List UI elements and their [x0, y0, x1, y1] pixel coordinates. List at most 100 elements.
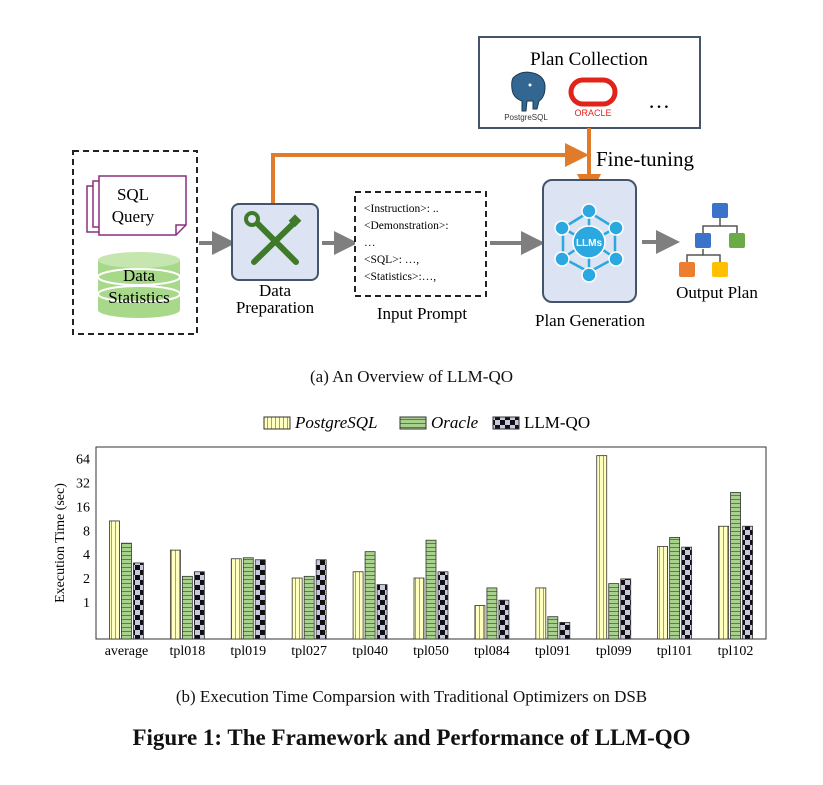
plan-collection-ellipsis: …	[648, 88, 670, 113]
data-statistics-label-line2: Statistics	[108, 288, 169, 307]
bar-llm-qo-tpl027	[315, 559, 327, 640]
bar-oracle-tpl102	[730, 492, 741, 640]
bar-oracle-tpl050	[425, 539, 437, 640]
input-prompt-label: Input Prompt	[377, 304, 467, 323]
bar-oracle-tpl019	[242, 557, 254, 640]
postgresql-logo-text: PostgreSQL	[504, 113, 548, 122]
data-preparation-label-line1: Data	[259, 281, 292, 300]
x-tick-label: tpl102	[718, 644, 754, 659]
sql-query-document-icon	[86, 175, 187, 236]
fine-tuning-arrow-path	[271, 143, 589, 203]
x-tick-label: tpl018	[169, 644, 205, 659]
bar-oracle-tpl027	[303, 575, 315, 640]
bar-postgresql-tpl027	[291, 577, 303, 640]
plan-generation-label: Plan Generation	[535, 311, 645, 330]
prompt-line-1: <Instruction>: ..	[364, 203, 439, 215]
y-tick-label: 16	[76, 500, 90, 515]
x-tick-label: tpl019	[230, 644, 266, 659]
bar-llm-qo-tpl018	[193, 571, 205, 640]
x-tick-label: tpl040	[352, 644, 388, 659]
legend-label-postgresql: PostgreSQL	[294, 413, 378, 432]
x-tick-label: tpl084	[474, 644, 510, 659]
database-icon	[97, 252, 181, 318]
bar-llm-qo-tpl091	[559, 622, 571, 640]
llm-node-label: LLMs	[576, 238, 603, 249]
execution-time-chart: PostgreSQL Oracle LLM-QO Execution Time …	[53, 413, 767, 659]
plan-collection-title: Plan Collection	[530, 49, 648, 70]
plan-collection-box: Plan Collection PostgreSQL ORACLE …	[478, 36, 701, 129]
bar-llm-qo-tpl040	[376, 584, 388, 640]
x-tick-label: tpl050	[413, 644, 449, 659]
fine-tuning-label: Fine-tuning	[596, 147, 694, 171]
bar-oracle-tpl091	[547, 616, 559, 640]
legend-swatch-llm-qo	[492, 416, 520, 430]
bars	[109, 455, 753, 640]
data-preparation-label-line2: Preparation	[236, 298, 315, 317]
prompt-line-2: <Demonstration>:	[364, 220, 449, 232]
bar-llm-qo-tpl101	[681, 546, 693, 640]
sql-query-label-line1: SQL	[117, 185, 149, 204]
figure-caption: Figure 1: The Framework and Performance …	[132, 725, 691, 750]
prompt-line-5: <Statistics>:…,	[364, 271, 436, 283]
legend-label-llm-qo: LLM-QO	[524, 413, 590, 432]
bar-llm-qo-tpl019	[254, 559, 266, 640]
output-plan-label: Output Plan	[676, 283, 758, 302]
bar-llm-qo-tpl084	[498, 599, 510, 640]
bar-postgresql-tpl050	[413, 577, 425, 640]
y-ticks: 1 2 4 8 16 32 64	[76, 453, 90, 611]
input-prompt-box: <Instruction>: .. <Demonstration>: … <SQ…	[354, 191, 487, 297]
x-tick-label: average	[105, 644, 149, 659]
chart-legend: PostgreSQL Oracle LLM-QO	[263, 413, 590, 432]
bar-postgresql-tpl019	[230, 558, 242, 640]
plan-generation-box: LLMs	[542, 179, 637, 303]
x-tick-label: tpl101	[657, 644, 693, 659]
input-box: SQL Query Data Statistics	[72, 150, 198, 335]
bar-oracle-tpl018	[181, 575, 193, 640]
data-preparation-box	[231, 203, 319, 281]
bar-postgresql-tpl040	[352, 571, 364, 640]
legend-swatch-oracle	[399, 416, 427, 430]
y-tick-label: 1	[83, 596, 90, 611]
output-plan-tree-icon	[679, 203, 745, 277]
bar-postgresql-tpl101	[657, 546, 669, 640]
bar-oracle-tpl040	[364, 551, 376, 640]
caption-b: (b) Execution Time Comparsion with Tradi…	[175, 687, 648, 706]
bar-oracle-tpl101	[669, 537, 681, 640]
bar-oracle-average	[121, 542, 132, 640]
bar-postgresql-tpl018	[169, 549, 181, 640]
y-tick-label: 32	[76, 477, 90, 492]
y-tick-label: 64	[76, 453, 90, 468]
bar-oracle-tpl084	[486, 587, 498, 640]
bar-postgresql-tpl084	[474, 605, 486, 640]
bar-llm-qo-tpl099	[620, 578, 632, 640]
x-tick-label: tpl099	[596, 644, 632, 659]
bar-postgresql-tpl091	[535, 587, 547, 640]
prompt-line-4: <SQL>: …,	[364, 254, 419, 266]
y-tick-label: 8	[83, 524, 90, 539]
y-tick-label: 2	[83, 572, 90, 587]
bar-postgresql-tpl102	[718, 525, 729, 640]
caption-a: (a) An Overview of LLM-QO	[310, 367, 513, 386]
sql-query-label-line2: Query	[112, 207, 155, 226]
oracle-logo: ORACLE	[568, 77, 618, 118]
legend-swatch-postgresql	[263, 416, 291, 430]
tools-icon	[244, 211, 302, 265]
x-tick-label: tpl027	[291, 644, 327, 659]
y-axis-label: Execution Time (sec)	[53, 483, 68, 603]
x-tick-label: tpl091	[535, 644, 571, 659]
data-statistics-label-line1: Data	[123, 266, 156, 285]
bar-llm-qo-tpl050	[437, 571, 449, 640]
bar-postgresql-tpl099	[596, 455, 608, 640]
postgresql-logo: PostgreSQL	[504, 71, 548, 122]
prompt-line-3: …	[364, 237, 376, 249]
oracle-logo-text: ORACLE	[574, 108, 611, 118]
x-tick-labels: average tpl018 tpl019 tpl027 tpl040 tpl050 tpl…	[105, 644, 754, 659]
legend-label-oracle: Oracle	[431, 413, 479, 432]
bar-oracle-tpl099	[608, 583, 620, 640]
llm-core-node	[572, 225, 606, 259]
bar-postgresql-average	[109, 520, 120, 640]
bar-llm-qo-average	[133, 562, 144, 640]
framework-diagram: Plan Collection PostgreSQL ORACLE … Fine…	[72, 36, 758, 335]
y-tick-label: 4	[83, 548, 90, 563]
bar-llm-qo-tpl102	[742, 525, 753, 640]
